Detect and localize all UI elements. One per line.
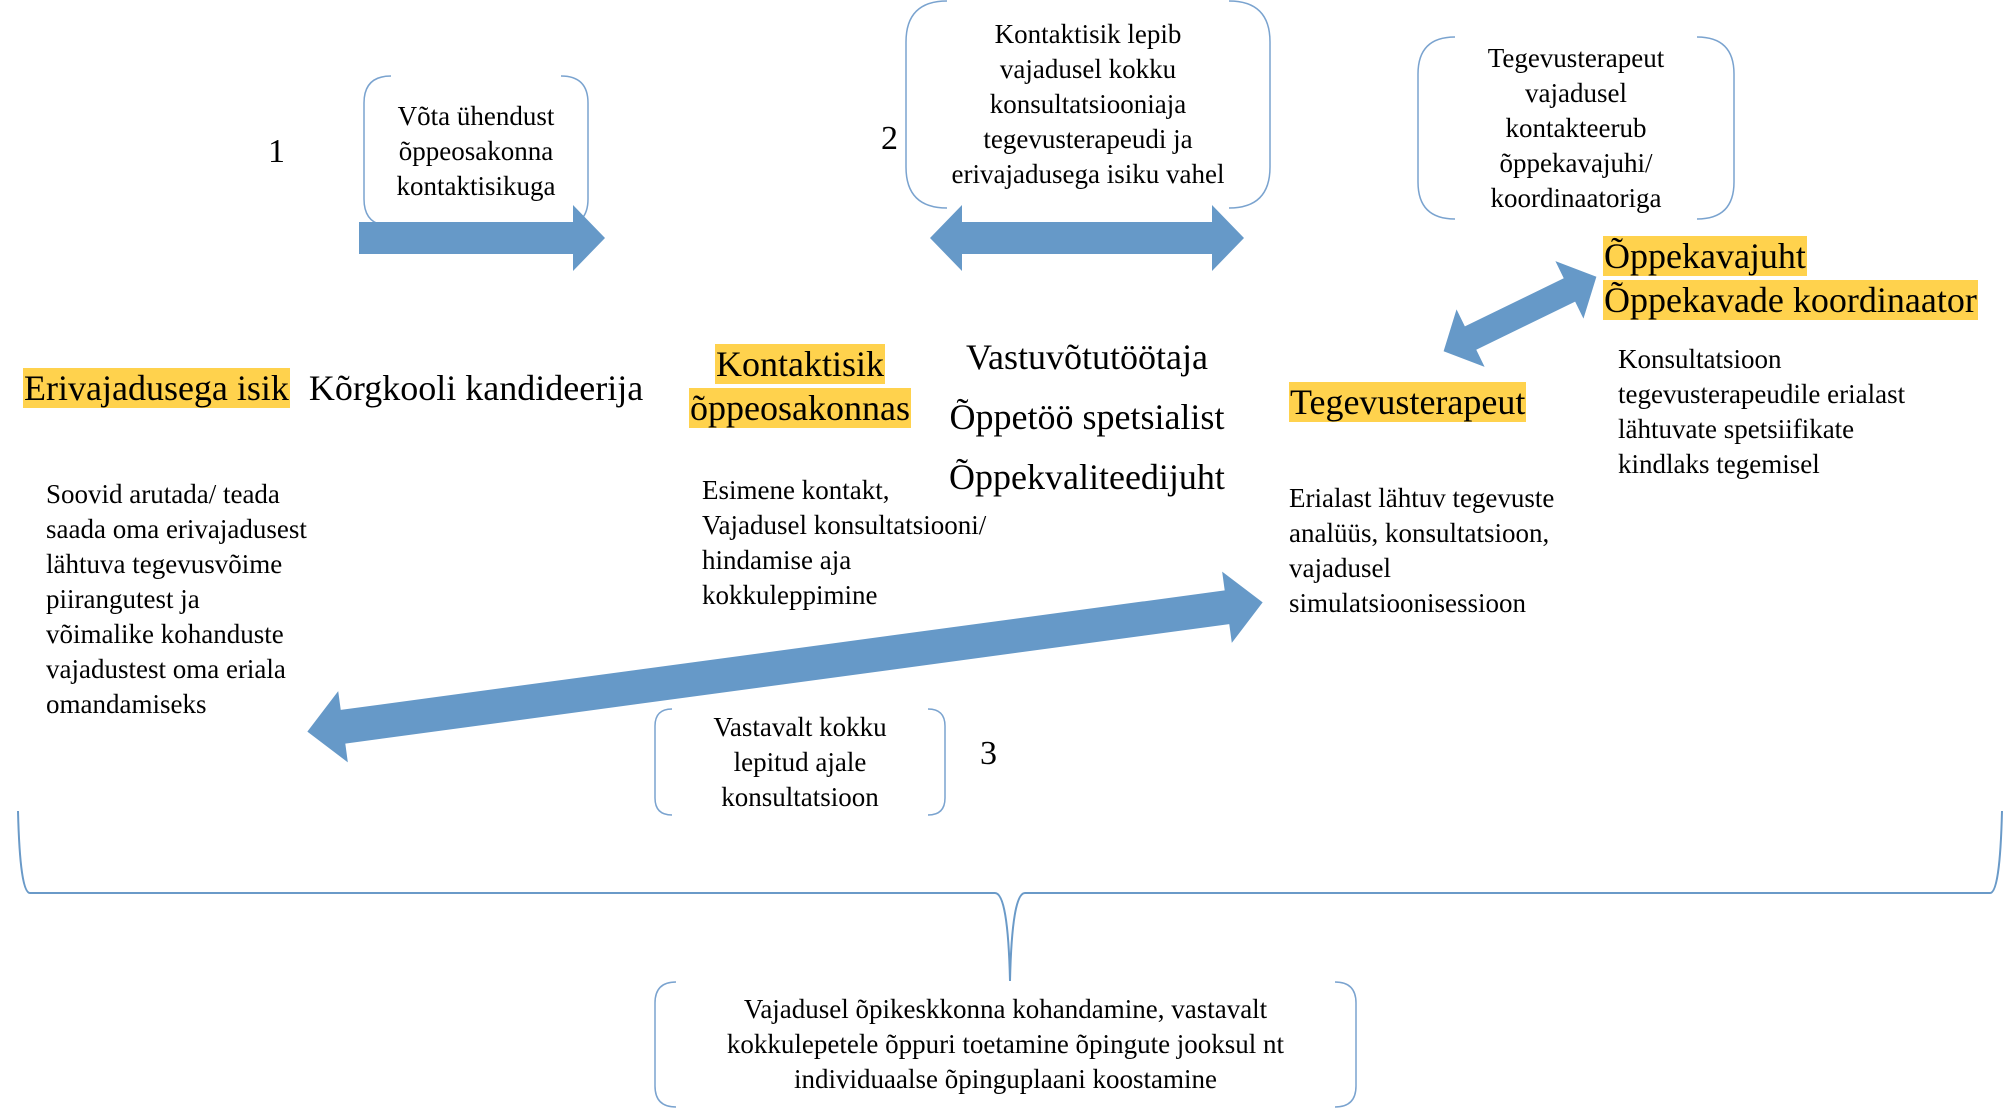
arrow-step-2-double-icon [930, 205, 1244, 271]
text-line: vajadusel kokku [999, 54, 1177, 84]
role-study-specialist: Õppetöö spetsialist [949, 397, 1225, 437]
person-description: Soovid arutada/ teada saada oma erivajad… [46, 477, 307, 722]
text-line: kokkuleppimine [702, 580, 878, 610]
step-3-box: Vastavalt kokku lepitud ajale konsultats… [654, 708, 946, 816]
arrow-therapist-curriculum-double-icon [1443, 261, 1597, 367]
therapist-note-text: Tegevusterapeut vajadusel kontakteerub õ… [1417, 36, 1735, 220]
step-number-3: 3 [980, 735, 997, 772]
text-line: Kontaktisik lepib [994, 19, 1182, 49]
text-line: lepitud ajale [733, 746, 867, 777]
text-line: kokkulepetele õppuri toetamine õpingute … [726, 1029, 1285, 1059]
step-1-text: Võta ühendust õppeosakonna kontaktisikug… [363, 75, 589, 227]
role-contact-person: Kontaktisik [714, 344, 885, 384]
text-line: tegevusterapeudi ja [983, 124, 1193, 154]
arrow-step-1-right-icon [359, 205, 605, 271]
text-line: analüüs, konsultatsioon, [1289, 518, 1550, 548]
text-line: Vastavalt kokku [713, 711, 887, 742]
contact-description: Esimene kontakt, Vajadusel konsultatsioo… [702, 473, 986, 613]
text-line: koordinaatoriga [1490, 182, 1662, 213]
text-line: lähtuva tegevusvõime [46, 549, 283, 579]
text-line: vajadustest oma eriala [46, 654, 286, 684]
role-special-needs-person: Erivajadusega isik [23, 368, 290, 408]
text-line: tegevusterapeudile erialast [1618, 379, 1906, 409]
text-line: hindamise aja [702, 545, 852, 575]
text-line: Võta ühendust [397, 100, 555, 131]
text-line: Vajadusel õpikeskkonna kohandamine, vast… [743, 994, 1268, 1024]
text-line: Esimene kontakt, [702, 475, 890, 505]
therapist-description: Erialast lähtuv tegevuste analüüs, konsu… [1289, 481, 1554, 621]
curriculum-roles: Õppekavajuht Õppekavade koordinaator [1603, 236, 1978, 320]
text-line: lähtuvate spetsiifikate [1618, 414, 1855, 444]
text-line: erivajadusega isiku vahel [951, 159, 1225, 189]
grouping-brace [17, 810, 2003, 982]
text-line: õppekavajuhi/ [1499, 147, 1653, 178]
step-2-box: Kontaktisik lepib vajadusel kokku konsul… [905, 0, 1271, 209]
role-curriculum-manager: Õppekavajuht [1603, 236, 1807, 276]
role-curriculum-coordinator: Õppekavade koordinaator [1603, 280, 1978, 320]
text-line: saada oma erivajadusest [46, 514, 307, 544]
text-line: omandamiseks [46, 689, 207, 719]
text-line: konsultatsiooniaja [989, 89, 1187, 119]
text-line: individuaalse õpinguplaani koostamine [794, 1064, 1217, 1094]
text-line: Vajadusel konsultatsiooni/ [702, 510, 987, 540]
text-line: õppeosakonna [398, 135, 554, 166]
role-occupational-therapist: Tegevusterapeut [1289, 382, 1527, 422]
role-study-department: õppeosakonnas [689, 388, 911, 428]
summary-box: Vajadusel õpikeskkonna kohandamine, vast… [654, 981, 1357, 1108]
bracket-border [654, 981, 1357, 1108]
step-1-box: Võta ühendust õppeosakonna kontaktisikug… [363, 75, 589, 227]
text-line: piirangutest ja [46, 584, 200, 614]
text-line: vajadusel [1525, 77, 1627, 108]
text-line: Erialast lähtuv tegevuste [1289, 483, 1555, 513]
curriculum-description: Konsultatsioon tegevusterapeudile eriala… [1618, 342, 1905, 482]
text-line: Konsultatsioon [1618, 344, 1782, 374]
step-2-text: Kontaktisik lepib vajadusel kokku konsul… [905, 0, 1271, 209]
step-number-1: 1 [268, 133, 285, 170]
therapist-role: Tegevusterapeut [1289, 382, 1527, 422]
text-line: võimalike kohanduste [46, 619, 284, 649]
bracket-border [905, 0, 1271, 209]
step-number-2: 2 [881, 120, 898, 157]
text-line: kindlaks tegemisel [1618, 449, 1820, 479]
staff-roles: Vastuvõtutöötaja Õppetöö spetsialist Õpp… [949, 327, 1225, 507]
text-line: simulatsioonisessioon [1289, 588, 1527, 618]
text-line: Tegevusterapeut [1487, 42, 1665, 73]
therapist-contact-note-box: Tegevusterapeut vajadusel kontakteerub õ… [1417, 36, 1735, 220]
bracket-border [1417, 36, 1735, 220]
text-line: konsultatsioon [721, 781, 879, 812]
contact-person-roles: Kontaktisik õppeosakonnas [689, 344, 911, 428]
role-applicant: Kõrgkooli kandideerija [308, 368, 644, 408]
role-admissions-officer: Vastuvõtutöötaja [965, 337, 1208, 377]
person-row: Erivajadusega isik Kõrgkooli kandideerij… [23, 368, 643, 408]
summary-text: Vajadusel õpikeskkonna kohandamine, vast… [654, 981, 1357, 1108]
text-line: Soovid arutada/ teada [46, 479, 280, 509]
arrow-step-3-double-icon [307, 571, 1263, 763]
role-quality-manager: Õppekvaliteedijuht [949, 457, 1225, 497]
text-line: vajadusel [1289, 553, 1391, 583]
text-line: kontaktisikuga [396, 170, 556, 201]
text-line: kontakteerub [1505, 112, 1647, 143]
step-3-text: Vastavalt kokku lepitud ajale konsultats… [654, 708, 946, 816]
